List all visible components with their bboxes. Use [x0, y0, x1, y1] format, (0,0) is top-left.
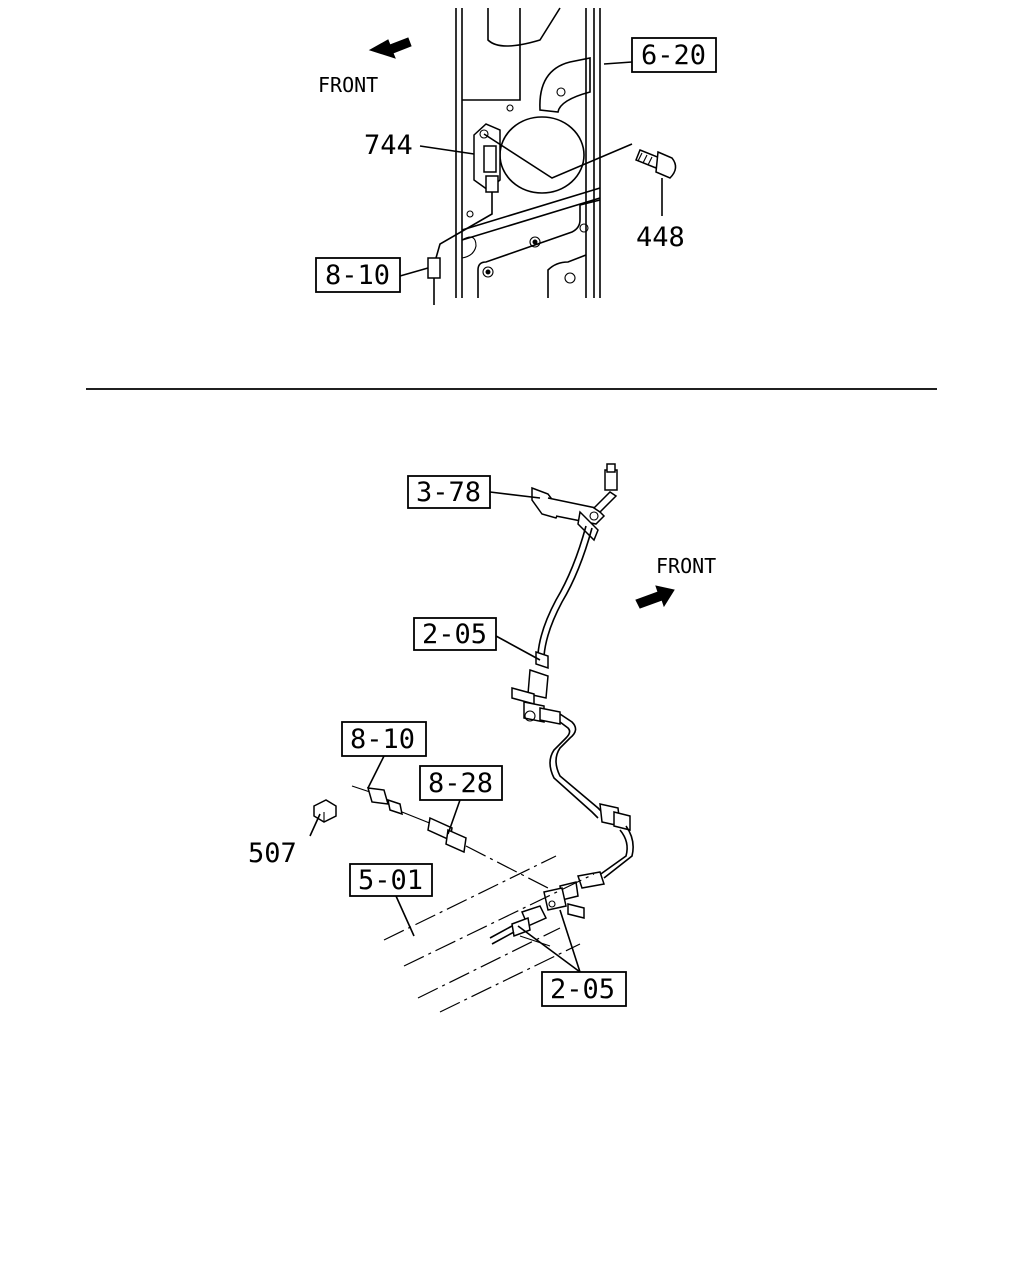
bottom-view: FRONT: [248, 463, 716, 1013]
tee-fitting-upper: [511, 650, 561, 725]
front-arrow-icon-bottom: [635, 585, 675, 609]
sensor-744: [473, 123, 501, 193]
side-member-panel: [455, 7, 601, 298]
frame-rail-5-01: [383, 855, 595, 1013]
ref-label-5-01: 5-01: [358, 865, 423, 896]
part-label-448: 448: [636, 222, 685, 253]
connector-8-10-bottom: [351, 785, 403, 816]
front-label-bottom: FRONT: [656, 554, 716, 578]
ref-label-2-05-lower: 2-05: [550, 974, 615, 1005]
tee-fitting-lower: [489, 871, 605, 945]
ref-label-8-10-bottom: 8-10: [350, 724, 415, 755]
ref-label-6-20: 6-20: [641, 40, 706, 71]
clip-bracket-3-78: [531, 463, 618, 542]
ref-label-3-78: 3-78: [416, 477, 481, 508]
front-arrow-icon-top: [368, 37, 412, 59]
bolt-448: [635, 149, 677, 179]
part-label-744: 744: [364, 130, 413, 161]
ref-label-2-05-upper: 2-05: [422, 619, 487, 650]
part-label-507: 507: [248, 838, 297, 869]
top-view: FRONT: [315, 7, 717, 305]
ref-label-8-28: 8-28: [428, 768, 493, 799]
front-label-top: FRONT: [318, 73, 378, 97]
connector-8-10-top: [427, 257, 441, 279]
pressure-switch-8-28: [401, 811, 549, 889]
ref-label-8-10-top: 8-10: [325, 260, 390, 291]
pipe-union-mid: [599, 803, 631, 831]
